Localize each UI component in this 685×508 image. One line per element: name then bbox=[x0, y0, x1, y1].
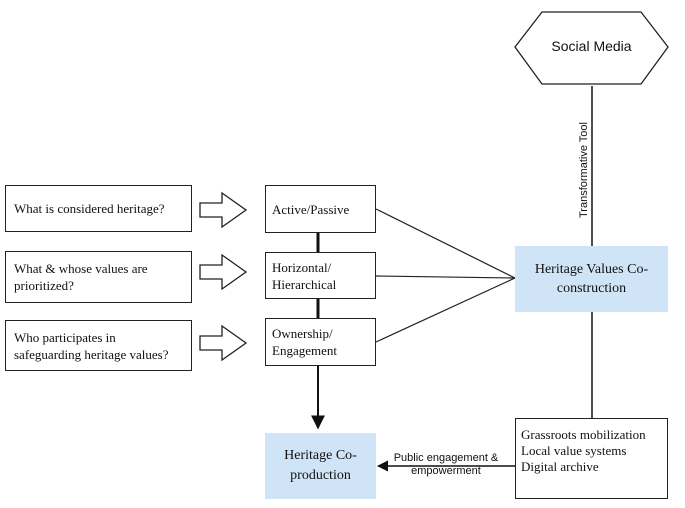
dimension-text: Horizontal/ Hierarchical bbox=[272, 259, 337, 292]
grassroots-box: Grassroots mobilization Local value syst… bbox=[515, 418, 668, 499]
question-text: What & whose values are prioritized? bbox=[14, 261, 148, 293]
grassroots-item: Grassroots mobilization bbox=[521, 427, 646, 442]
question-box-participates: Who participates in safeguarding heritag… bbox=[5, 320, 192, 371]
dimension-box-horizontal: Horizontal/ Hierarchical bbox=[265, 252, 376, 299]
dimension-box-ownership: Ownership/ Engagement bbox=[265, 318, 376, 366]
question-box-heritage: What is considered heritage? bbox=[5, 185, 192, 232]
co-construction-box: Heritage Values Co-construction bbox=[515, 246, 668, 312]
public-engagement-line: empowerment bbox=[411, 465, 481, 477]
line-horizontal-coconstruction bbox=[375, 275, 516, 279]
dimension-box-active-passive: Active/Passive bbox=[265, 185, 376, 233]
question-text: What is considered heritage? bbox=[14, 201, 165, 216]
co-production-text: Heritage Co-production bbox=[284, 448, 357, 483]
social-media-label: Social Media bbox=[551, 38, 632, 54]
public-engagement-line: Public engagement & bbox=[393, 452, 499, 464]
block-arrow-2 bbox=[199, 253, 248, 291]
public-engagement-label: Public engagement & empowerment bbox=[381, 452, 511, 478]
transformative-tool-label: Transformative Tool bbox=[578, 122, 590, 218]
question-text: Who participates in safeguarding heritag… bbox=[14, 329, 169, 362]
co-construction-text: Heritage Values Co-construction bbox=[534, 262, 649, 296]
grassroots-item: Digital archive bbox=[521, 459, 599, 474]
question-box-values: What & whose values are prioritized? bbox=[5, 251, 192, 303]
co-production-box: Heritage Co-production bbox=[265, 433, 376, 499]
block-arrow-1 bbox=[199, 191, 248, 229]
social-media-diamond bbox=[514, 11, 669, 85]
dimension-text: Ownership/ Engagement bbox=[272, 326, 337, 358]
block-arrow-3 bbox=[199, 324, 248, 362]
line-ownership-coconstruction bbox=[375, 277, 516, 343]
dimension-text: Active/Passive bbox=[272, 201, 350, 217]
grassroots-item: Local value systems bbox=[521, 443, 627, 458]
line-active-coconstruction bbox=[375, 208, 516, 279]
